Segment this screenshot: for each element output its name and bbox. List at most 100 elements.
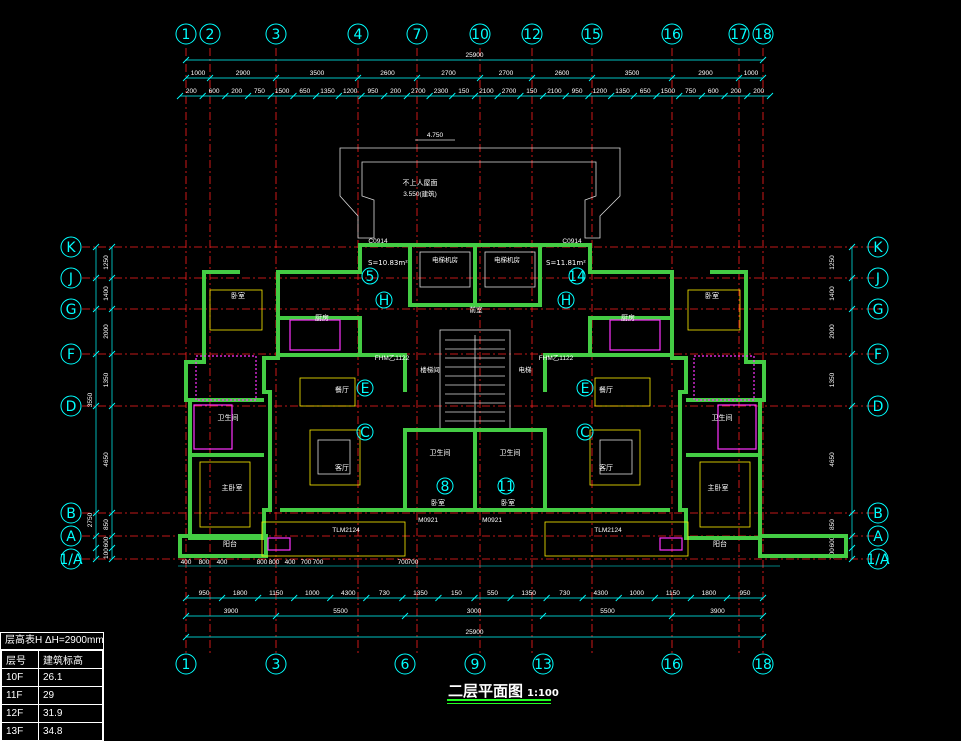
room-marker-text: E — [581, 381, 590, 397]
interior-wall — [543, 353, 672, 392]
side-dim-text: 100 — [103, 548, 110, 559]
balcony-fixture — [659, 537, 683, 551]
axis-label-side: A — [873, 529, 883, 545]
side-dim-tick — [92, 402, 100, 410]
bottom-dim-row1-tick — [399, 594, 406, 602]
living-wall — [543, 440, 670, 512]
axis-bubble — [175, 23, 197, 45]
top-dim-row1-text: 1000 — [191, 70, 206, 77]
axis-bubble — [521, 23, 543, 45]
room-label: 卧室 — [705, 291, 719, 300]
door-label: TLM2124 — [332, 527, 360, 534]
bottom-dim-row2-tick — [182, 612, 190, 620]
coffee-table — [599, 439, 633, 475]
side-dim-tick — [92, 350, 100, 358]
bottom-dim-row3-text: 700 — [408, 559, 419, 566]
bottom-dim-row1-text: 1350 — [413, 590, 428, 597]
top-dim-row2-text: 200 — [186, 88, 197, 95]
axis-label-side: G — [873, 302, 884, 318]
bottom-dim-row1-text: 4300 — [593, 590, 608, 597]
axis-label-bottom: 16 — [663, 657, 681, 673]
axis-bubble — [469, 23, 491, 45]
axis-label-top: 3 — [272, 27, 281, 43]
side-dim-text: 1400 — [829, 286, 836, 301]
side-dim-tick — [848, 305, 856, 313]
room-marker-text: 14 — [568, 269, 586, 285]
balcony-wall — [758, 534, 848, 558]
axis-label-side: K — [873, 240, 883, 256]
axis-bubble — [867, 298, 889, 320]
top-dim-row1-tick — [354, 74, 362, 82]
top-dim-row2-tick — [721, 92, 728, 100]
core-label: 楼梯间 — [420, 365, 440, 374]
axis-label-bottom: 6 — [401, 657, 410, 673]
door-label: M0921 — [482, 517, 502, 524]
top-dim-row1-tick — [413, 74, 421, 82]
top-dim-row2-tick — [380, 92, 388, 100]
top-dim-row2-tick — [335, 92, 343, 100]
axis-label-top: 2 — [206, 27, 215, 43]
top-dim-row2-tick — [244, 92, 252, 100]
bottom-dim-row3-text: 800 — [269, 559, 280, 566]
bottom-dim-row2-tick — [668, 612, 676, 620]
floor-col-header: 层号 — [1, 650, 39, 669]
room-label: 卫生间 — [500, 448, 521, 457]
bottom-dim-row1-text: 1350 — [521, 590, 536, 597]
side-dim-text: 850 — [829, 519, 836, 530]
axis-bubble — [394, 653, 416, 675]
balcony-wall — [178, 534, 268, 558]
top-dim-row2-text: 1350 — [320, 88, 335, 95]
top-dim-row2-tick — [358, 92, 365, 100]
top-dim-row2-tick — [698, 92, 706, 100]
bottom-dim-row1-tick — [435, 594, 442, 602]
top-dim-row2-tick — [653, 92, 660, 100]
side-dim-tick — [92, 509, 100, 517]
room-label: 客厅 — [599, 463, 613, 472]
bottom-dim-row3-text: 400 — [285, 559, 296, 566]
side-dim-tick — [92, 305, 100, 313]
floor-height-table: 层高表H ΔH=2900mm 层号 建筑标高 10F 26.1 11F 29 1… — [0, 632, 104, 741]
top-dim-row2-text: 2100 — [479, 88, 494, 95]
room-marker-text: C — [360, 425, 370, 441]
top-dim-row2-tick — [539, 92, 547, 100]
top-dim-row2-text: 200 — [731, 88, 742, 95]
axis-bubble — [867, 525, 889, 547]
floor-cell: 11F — [1, 686, 39, 705]
top-dim-row1-tick — [476, 74, 484, 82]
room-marker-text: 5 — [366, 269, 375, 285]
top-dim-row2-text: 750 — [685, 88, 696, 95]
bottom-dim-row3-text: 800 — [257, 559, 268, 566]
left-outer-dim-text: 2750 — [87, 512, 94, 527]
side-dim-tick — [848, 402, 856, 410]
side-dim-tick — [848, 350, 856, 358]
axis-bubble — [60, 525, 82, 547]
room-marker-text: E — [361, 381, 370, 397]
top-dim-row1-text: 2900 — [698, 70, 713, 77]
room-marker-text: C — [580, 425, 590, 441]
axis-label-side: F — [67, 347, 75, 363]
bottom-total-dim-text: 25900 — [465, 629, 483, 636]
bottom-dim-row1-tick — [218, 594, 226, 602]
top-dim-row2-tick — [222, 92, 229, 100]
side-dim-text: 1250 — [103, 255, 110, 270]
bottom-dim-row1-text: 1800 — [702, 590, 717, 597]
roof-label: 不上人屋面 — [403, 178, 438, 187]
side-dim-tick — [108, 305, 116, 313]
roof-level-label: 4.750 — [427, 132, 444, 139]
elev-cell: 31.9 — [38, 704, 103, 723]
axis-bubble — [867, 343, 889, 365]
axis-label-side: F — [874, 347, 882, 363]
room-label: 餐厅 — [335, 385, 349, 394]
door-label: C0914 — [368, 238, 388, 245]
room-marker-text: H — [561, 293, 572, 309]
bottom-dim-row1-tick — [326, 594, 334, 602]
furniture-and-fixtures — [193, 289, 757, 551]
axis-label-side: D — [873, 399, 884, 415]
bathroom-tile — [195, 355, 257, 401]
axis-bubble — [867, 395, 889, 417]
side-dim-tick — [108, 274, 116, 282]
axis-label-side: K — [66, 240, 76, 256]
side-dim-tick — [108, 555, 116, 563]
room-label: 厨房 — [621, 313, 635, 322]
